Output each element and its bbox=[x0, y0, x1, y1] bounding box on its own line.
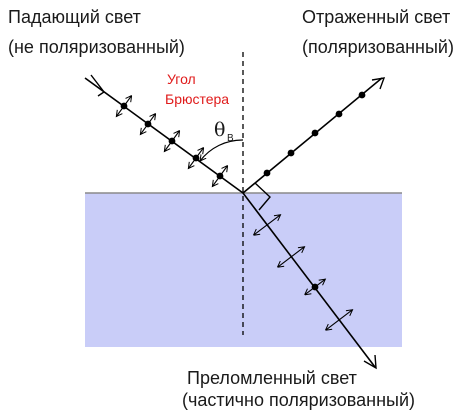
refracted-light-label: Преломленный свет bbox=[187, 368, 357, 388]
refracted-ray-arrow-icon bbox=[363, 354, 377, 370]
reflected-light-note: (поляризованный) bbox=[302, 37, 454, 57]
brewster-angle-label-2: Брюстера bbox=[165, 91, 229, 107]
refracted-polarization-arrow bbox=[325, 310, 352, 331]
incident-ray-arrow-icon bbox=[90, 74, 106, 97]
brewster-angle-arc bbox=[200, 139, 244, 161]
refracted-light-note: (частично поляризованный) bbox=[182, 390, 415, 410]
incident-polarization-arrow bbox=[212, 165, 227, 186]
brewster-angle-label: Угол bbox=[167, 71, 196, 87]
incident-polarization-arrow bbox=[140, 113, 155, 134]
refracted-polarization-arrow bbox=[253, 215, 280, 236]
refracted-polarization-arrow bbox=[305, 279, 326, 295]
angle-subscript: B bbox=[227, 133, 234, 144]
reflected-polarization-dot bbox=[263, 169, 271, 177]
polarization-markers bbox=[116, 91, 366, 331]
incident-polarization-arrow bbox=[116, 95, 131, 116]
incident-polarization-arrow bbox=[188, 147, 203, 168]
right-angle-marker bbox=[254, 182, 271, 211]
incident-light-note: (не поляризованный) bbox=[8, 37, 185, 57]
reflected-light-label: Отраженный свет bbox=[302, 7, 450, 27]
reflected-polarization-dot bbox=[287, 149, 295, 157]
incident-light-label: Падающий свет bbox=[8, 7, 141, 27]
reflected-polarization-dot bbox=[358, 91, 366, 99]
reflected-polarization-dot bbox=[311, 129, 319, 137]
incident-polarization-arrow bbox=[164, 130, 179, 151]
reflected-ray-arrow-icon bbox=[371, 77, 386, 90]
reflected-polarization-dot bbox=[335, 110, 343, 118]
angle-symbol: θ bbox=[214, 119, 225, 141]
refracted-polarization-arrow bbox=[277, 247, 304, 268]
